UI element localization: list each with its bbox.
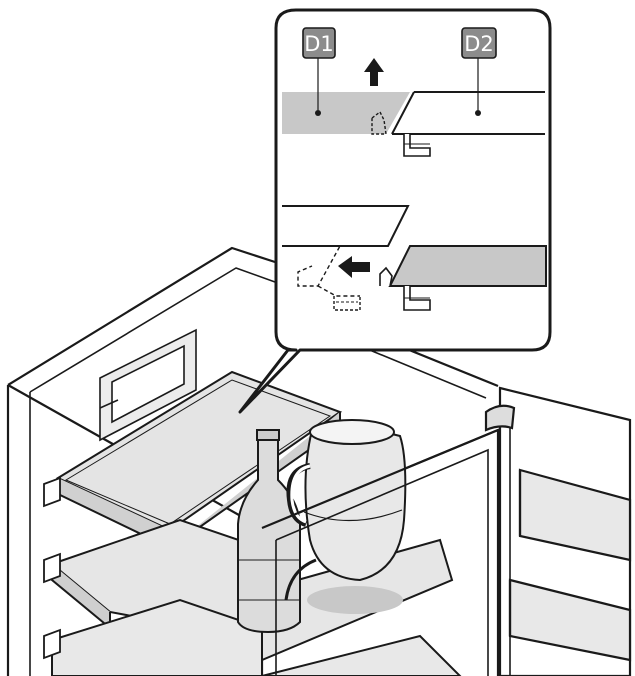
shelf-d1-dot	[315, 110, 321, 116]
top-glass-shelf	[55, 370, 343, 550]
shelf-lower-shape	[388, 245, 547, 287]
arrow-left-icon	[338, 256, 370, 278]
shelf-rails	[43, 476, 61, 660]
label-d2: D2	[464, 32, 494, 56]
interior-lamp-housing	[99, 328, 197, 442]
shelf-upper-shape	[282, 205, 410, 247]
bottle-illustration	[237, 429, 301, 634]
hook-d1	[371, 110, 387, 135]
callout-bottom-panel	[282, 205, 547, 311]
shelf-d1-shape	[282, 92, 410, 134]
previous-position-dashed	[297, 245, 388, 297]
hook-lower	[379, 266, 393, 287]
right-open-door	[484, 386, 632, 676]
label-d1-badge: D1	[302, 27, 336, 59]
callout-top-panel: D1 D2	[282, 27, 545, 157]
door-frame	[261, 428, 500, 676]
bracket-top	[403, 134, 431, 157]
callout-bubble	[238, 8, 552, 414]
arrow-up-icon	[364, 58, 384, 86]
pitcher-illustration	[286, 419, 407, 614]
bottom-glass-shelf	[51, 598, 462, 676]
label-d2-badge: D2	[461, 27, 497, 59]
shelf-d2-dot	[475, 110, 481, 116]
shelf-d2-shape	[391, 91, 545, 135]
label-d1: D1	[304, 32, 334, 56]
